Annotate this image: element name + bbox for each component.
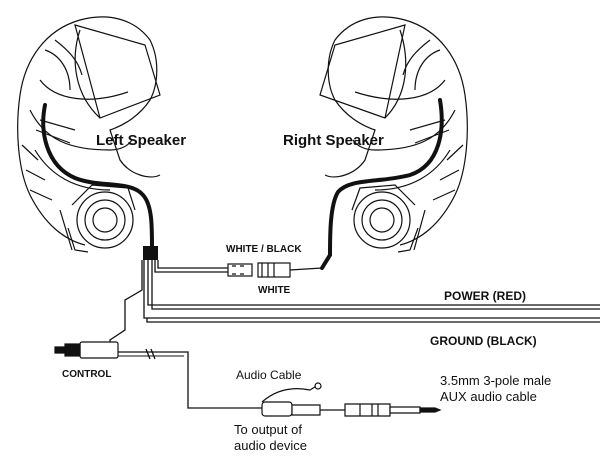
white-black-wire (154, 260, 228, 273)
right-speaker-cable (320, 98, 444, 270)
left-speaker-label: Left Speaker (96, 132, 187, 149)
left-speaker-cable (41, 103, 154, 250)
control-wire (109, 260, 143, 350)
control-label: CONTROL (62, 369, 112, 380)
white-label: WHITE (258, 285, 291, 296)
aux-label-line2: AUX audio cable (440, 389, 537, 404)
power-wire (147, 260, 600, 306)
aux-plug (344, 403, 391, 417)
white-black-label: WHITE / BLACK (226, 244, 302, 255)
audio-split-connector (261, 401, 293, 417)
audio-cable-label: Audio Cable (236, 368, 302, 382)
junction-block (143, 246, 158, 260)
white-connector (227, 263, 253, 277)
ground-label: GROUND (BLACK) (430, 334, 537, 348)
audio-cable-wire (118, 351, 262, 409)
power-label: POWER (RED) (444, 289, 526, 303)
right-speaker-label: Right Speaker (283, 132, 384, 149)
white-wire-top (157, 260, 228, 269)
aux-label-line1: 3.5mm 3-pole male (440, 373, 552, 388)
output-label-line2: audio device (234, 438, 307, 453)
output-label-line1: To output of (234, 422, 302, 437)
control-module (79, 341, 119, 359)
ground-wire (143, 260, 600, 319)
